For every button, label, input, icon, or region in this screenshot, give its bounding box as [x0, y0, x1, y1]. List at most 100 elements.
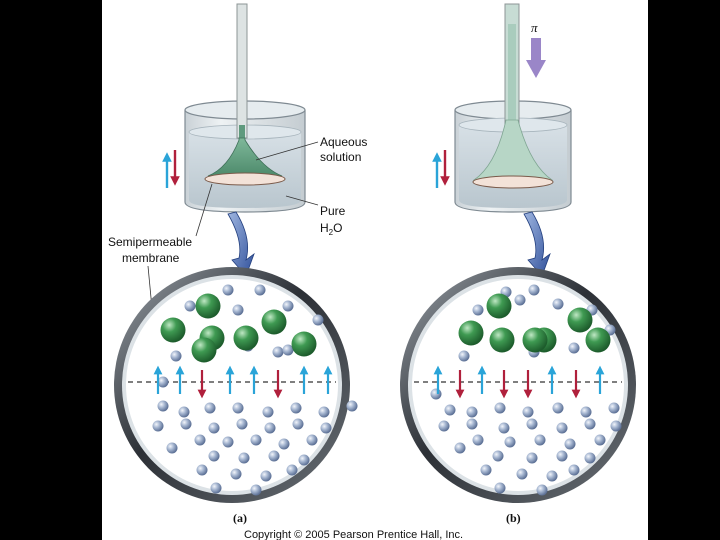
water-molecule — [546, 470, 558, 482]
water-molecule — [494, 482, 506, 494]
water-molecule — [166, 442, 178, 454]
water-molecule — [594, 434, 606, 446]
water-molecule — [222, 436, 234, 448]
solute-molecule — [195, 293, 221, 319]
water-molecule — [564, 438, 576, 450]
apparatus-b — [454, 3, 572, 213]
solute-molecule — [585, 327, 611, 353]
water-molecule — [498, 422, 510, 434]
water-molecule — [346, 400, 358, 412]
water-molecule — [552, 298, 564, 310]
water-molecule — [184, 300, 196, 312]
membrane-label-line1: Semipermeable — [108, 235, 192, 249]
membrane-a — [204, 172, 286, 186]
water-molecule — [272, 346, 284, 358]
water-molecule — [568, 464, 580, 476]
water-molecule — [608, 402, 620, 414]
solute-molecule — [458, 320, 484, 346]
water-molecule — [170, 350, 182, 362]
water-molecule — [260, 470, 272, 482]
water-molecule — [232, 304, 244, 316]
apparatus-a — [184, 3, 306, 213]
solute-molecule — [486, 293, 512, 319]
water-molecule — [526, 418, 538, 430]
panel-b-label: (b) — [506, 511, 521, 525]
water-molecule — [152, 420, 164, 432]
water-molecule — [232, 402, 244, 414]
water-molecule — [250, 434, 262, 446]
water-molecule — [210, 482, 222, 494]
flow-arrows-a — [162, 150, 180, 188]
copyright-text: Copyright © 2005 Pearson Prentice Hall, … — [244, 529, 463, 540]
magnified-view-a — [114, 267, 358, 503]
zoom-arrow-a — [227, 211, 255, 277]
water-molecule — [318, 406, 330, 418]
pi-label: π — [531, 20, 538, 35]
water-molecule — [208, 422, 220, 434]
water-molecule — [536, 484, 548, 496]
water-molecule — [534, 434, 546, 446]
membrane-b — [472, 175, 554, 189]
water-molecule — [568, 342, 580, 354]
water-molecule — [278, 438, 290, 450]
water-molecule — [254, 284, 266, 296]
water-molecule — [157, 400, 169, 412]
water-molecule — [556, 450, 568, 462]
water-molecule — [268, 450, 280, 462]
water-molecule — [438, 420, 450, 432]
aqueous-label-line1: Aqueous — [320, 135, 367, 149]
water-molecule — [312, 314, 324, 326]
water-molecule — [444, 404, 456, 416]
water-molecule — [290, 402, 302, 414]
water-molecule — [222, 284, 234, 296]
water-molecule — [196, 464, 208, 476]
water-molecule — [194, 434, 206, 446]
solute-molecule — [233, 325, 259, 351]
water-molecule — [292, 418, 304, 430]
water-molecule — [514, 294, 526, 306]
water-molecule — [584, 418, 596, 430]
water-molecule — [526, 452, 538, 464]
zoom-arrow-b — [523, 211, 551, 277]
solute-molecule — [567, 307, 593, 333]
solute-molecule — [160, 317, 186, 343]
water-molecule — [480, 464, 492, 476]
pure-label: Pure — [320, 204, 346, 218]
solute-molecule — [261, 309, 287, 335]
water-molecule — [238, 452, 250, 464]
water-molecule — [466, 406, 478, 418]
water-molecule — [208, 450, 220, 462]
water-molecule — [157, 376, 169, 388]
water-molecule — [286, 464, 298, 476]
water-molecule — [580, 406, 592, 418]
water-molecule — [522, 406, 534, 418]
funnel-a — [207, 137, 283, 177]
water-molecule — [472, 304, 484, 316]
water-molecule — [504, 436, 516, 448]
funnel-b — [472, 119, 554, 181]
water-molecule — [472, 434, 484, 446]
water-molecule — [298, 454, 310, 466]
water-molecule — [204, 402, 216, 414]
water-molecule — [454, 442, 466, 454]
water-molecule — [556, 422, 568, 434]
solute-molecule — [489, 327, 515, 353]
water-molecule — [528, 284, 540, 296]
left-black-band — [0, 0, 102, 540]
right-black-band — [648, 0, 720, 540]
water-molecule — [178, 406, 190, 418]
water-molecule — [264, 422, 276, 434]
water-molecule — [610, 420, 622, 432]
magnified-view-b — [400, 267, 636, 503]
water-molecule — [282, 300, 294, 312]
water-molecule — [430, 388, 442, 400]
solute-molecule — [191, 337, 217, 363]
pressure-arrow — [526, 38, 546, 78]
solute-molecule — [291, 331, 317, 357]
panel-a-label: (a) — [233, 511, 247, 525]
water-molecule — [494, 402, 506, 414]
water-molecule — [516, 468, 528, 480]
water-molecule — [466, 418, 478, 430]
water-molecule — [282, 344, 294, 356]
